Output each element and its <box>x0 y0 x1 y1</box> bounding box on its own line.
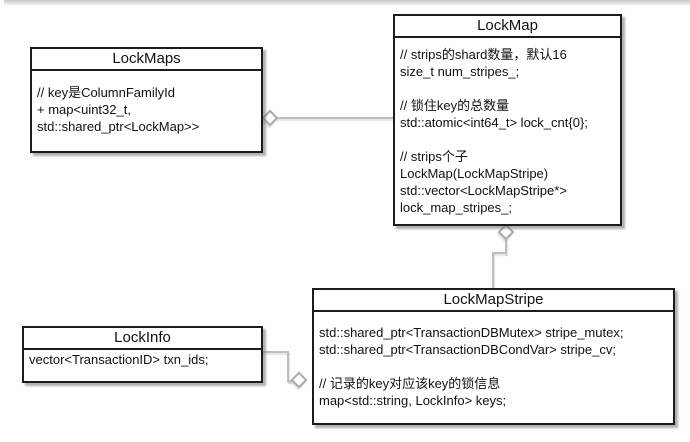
class-title-lockmapstripe: LockMapStripe <box>314 290 673 312</box>
member-line <box>319 358 668 375</box>
aggregation-diamond-icon <box>261 109 279 127</box>
class-box-lockmapstripe: LockMapStripe std::shared_ptr<Transactio… <box>312 288 675 425</box>
member-line <box>400 131 615 148</box>
member-line: // 锁住key的总数量 <box>400 98 510 113</box>
member-line: map<std::string, LockInfo> keys; <box>319 393 507 408</box>
member-line: std::shared_ptr<LockMap>> <box>37 119 200 134</box>
class-title-lockmap: LockMap <box>395 16 620 38</box>
member-line <box>400 80 615 97</box>
member-line: LockMap(LockMapStripe) <box>400 166 549 181</box>
connector-lockinfo-lockmapstripe <box>263 351 289 353</box>
connector-lockmaps-lockmap <box>276 117 393 119</box>
class-body-lockmaps: // key是ColumnFamilyId + map<uint32_t, st… <box>32 71 261 135</box>
aggregation-diamond-icon <box>290 371 308 389</box>
member-line: std::atomic<int64_t> lock_cnt{0}; <box>400 115 588 130</box>
connector-lockmap-lockmapstripe <box>505 237 507 254</box>
class-box-lockinfo: LockInfo vector<TransactionID> txn_ids; <box>22 326 263 383</box>
member-line: // key是ColumnFamilyId <box>37 85 175 100</box>
member-line: // strips个子 <box>400 149 468 164</box>
member-line: std::shared_ptr<TransactionDBMutex> stri… <box>319 325 624 340</box>
class-body-lockmapstripe: std::shared_ptr<TransactionDBMutex> stri… <box>314 312 673 409</box>
connector-lockmap-lockmapstripe <box>492 252 507 254</box>
class-box-lockmap: LockMap // strips的shard数量，默认16 size_t nu… <box>393 14 622 226</box>
member-line: vector<TransactionID> txn_ids; <box>29 352 209 367</box>
connector-lockmap-lockmapstripe <box>492 252 494 289</box>
class-body-lockmap: // strips的shard数量，默认16 size_t num_stripe… <box>395 38 620 216</box>
member-line: // 记录的key对应该key的锁信息 <box>319 376 501 391</box>
connector-lockinfo-lockmapstripe <box>287 351 289 382</box>
member-line: // strips的shard数量，默认16 <box>400 47 567 62</box>
top-edge-gradient <box>4 0 690 6</box>
class-title-lockmaps: LockMaps <box>32 49 261 71</box>
member-line: size_t num_stripes_; <box>400 64 520 79</box>
member-line: std::shared_ptr<TransactionDBCondVar> st… <box>319 342 616 357</box>
class-title-lockinfo: LockInfo <box>24 328 261 350</box>
class-body-lockinfo: vector<TransactionID> txn_ids; <box>24 350 261 368</box>
member-line: lock_map_stripes_; <box>400 200 512 215</box>
member-line: std::vector<LockMapStripe*> <box>400 183 567 198</box>
aggregation-diamond-icon <box>497 223 515 241</box>
member-line: + map<uint32_t, <box>37 102 131 117</box>
class-box-lockmaps: LockMaps // key是ColumnFamilyId + map<uin… <box>30 47 263 153</box>
